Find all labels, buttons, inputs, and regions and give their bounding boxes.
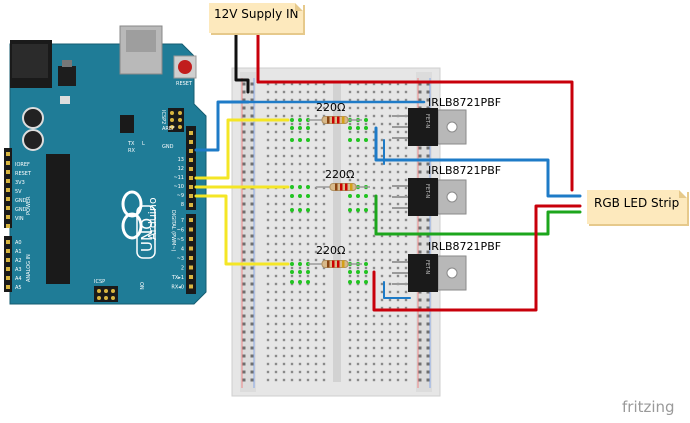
analog-pin-label-1: A1 bbox=[15, 249, 22, 255]
digital-pin-label-0: 13 bbox=[178, 157, 184, 163]
power-pin-labels: IOREF RESET 3V3 5V GND GND VIN bbox=[6, 152, 32, 228]
analog-pin-label-2: A2 bbox=[15, 258, 22, 264]
digital-pin-label-2: ~11 bbox=[173, 175, 184, 181]
tx-led-label: TX bbox=[127, 141, 135, 147]
analog-header-label: ANALOG IN bbox=[26, 254, 32, 282]
power-pin-label-3: 5V bbox=[15, 189, 22, 195]
power-pin-label-6: VIN bbox=[15, 216, 24, 222]
mosfets: FET-N FET-N FET-N bbox=[392, 108, 467, 292]
uno-model: UNO bbox=[138, 218, 156, 252]
icsp2-header bbox=[168, 108, 184, 132]
mosfet-3-label: IRLB8721PBF bbox=[428, 240, 502, 253]
analog-pin-label-3: A3 bbox=[15, 267, 22, 273]
resistors bbox=[308, 116, 370, 268]
digital-pin-label-11: 2 bbox=[181, 266, 184, 272]
power-pin-label-4: GND bbox=[15, 198, 27, 204]
digital-pin-label-5: 8 bbox=[181, 202, 184, 208]
rgb-strip-note-fold bbox=[679, 190, 687, 198]
digital-pin-labels: 13 12 ~11 ~10 ~9 8 7 ~6 ~5 4 ~3 2TX▸1RX◂0 bbox=[171, 131, 193, 291]
supply-note: 12V Supply IN bbox=[209, 3, 303, 33]
resistor-3 bbox=[308, 260, 362, 268]
icsp-label: ICSP bbox=[94, 279, 105, 285]
mosfet-3: FET-N bbox=[392, 254, 467, 292]
icsp2-label: ICSP2 bbox=[160, 110, 166, 124]
wire-pin9-yellow bbox=[194, 194, 290, 266]
uno-logo: UNO bbox=[136, 205, 156, 259]
digital-pin-label-1: 12 bbox=[178, 166, 184, 172]
supply-note-fold bbox=[295, 3, 303, 11]
resistor-2 bbox=[316, 183, 370, 191]
mosfet-2: FET-N bbox=[392, 178, 467, 216]
breadboard-holes bbox=[242, 82, 430, 382]
analog-pin-label-4: A4 bbox=[15, 276, 22, 282]
l-led-label: L bbox=[142, 141, 145, 147]
mosfet-1-label: IRLB8721PBF bbox=[428, 96, 502, 109]
mosfet-2-marking: FET-N bbox=[424, 184, 430, 198]
wire-pin11-yellow bbox=[194, 118, 290, 180]
mosfet-2-label: IRLB8721PBF bbox=[428, 164, 502, 177]
aref-label: AREF bbox=[162, 126, 175, 132]
fritzing-watermark: fritzing bbox=[622, 398, 675, 416]
icsp-header bbox=[94, 286, 118, 302]
wire-gnd-blue bbox=[194, 100, 250, 152]
on-label: ON bbox=[138, 282, 144, 290]
wire-drain2-green bbox=[374, 194, 582, 236]
digital-pin-label-9: 4 bbox=[181, 247, 184, 253]
reset-label: RESET bbox=[176, 81, 193, 87]
analog-pin-label-0: A0 bbox=[15, 240, 22, 246]
resistor-1 bbox=[308, 116, 362, 124]
digital-pin-label-13: RX◂0 bbox=[171, 285, 184, 291]
digital-pin-label-3: ~10 bbox=[173, 184, 184, 190]
rgb-strip-note-text: RGB LED Strip bbox=[594, 196, 680, 210]
wire-12v-strip-red bbox=[256, 80, 574, 192]
wire-12v-black bbox=[234, 28, 250, 94]
supply-note-text: 12V Supply IN bbox=[214, 7, 299, 21]
resistor-1-label: 220Ω bbox=[316, 101, 346, 114]
atmega-chip bbox=[46, 154, 70, 284]
wire-drain3-red bbox=[372, 204, 582, 312]
analog-pin-label-5: A5 bbox=[15, 285, 22, 291]
rx-led-label: RX bbox=[128, 148, 135, 154]
digital-pin-label-6: 7 bbox=[181, 218, 184, 224]
digital-pin-label-8: ~5 bbox=[177, 237, 184, 243]
power-pin-label-0: IOREF bbox=[15, 162, 30, 168]
digital-pin-label-7: ~6 bbox=[177, 228, 184, 234]
gnd-label: GND bbox=[162, 144, 174, 150]
wire-drain1-blue bbox=[374, 126, 582, 198]
power-header-label: POWER bbox=[26, 196, 32, 215]
digital-pin-label-10: ~3 bbox=[177, 256, 184, 262]
rgb-strip-note: RGB LED Strip bbox=[587, 190, 687, 224]
mosfet-3-marking: FET-N bbox=[424, 260, 430, 274]
digital-pin-label-4: ~9 bbox=[177, 193, 184, 199]
wire-source3-blue bbox=[383, 281, 411, 299]
arduino-uno-board: RESET ICSP2 L TX RX Arduino UNO bbox=[4, 25, 207, 305]
wires bbox=[194, 28, 582, 312]
resistor-3-label: 220Ω bbox=[316, 244, 346, 257]
digital-header-label: DIGITAL (PWM~) bbox=[170, 210, 176, 252]
digital-pin-label-12: TX▸1 bbox=[171, 275, 184, 281]
mosfet-1-marking: FET-N bbox=[424, 114, 430, 128]
mosfet-1: FET-N bbox=[392, 108, 467, 146]
power-pin-label-2: 3V3 bbox=[15, 180, 25, 186]
power-pin-label-5: GND bbox=[15, 207, 27, 213]
power-pin-label-1: RESET bbox=[15, 171, 32, 177]
resistor-2-label: 220Ω bbox=[325, 168, 355, 181]
